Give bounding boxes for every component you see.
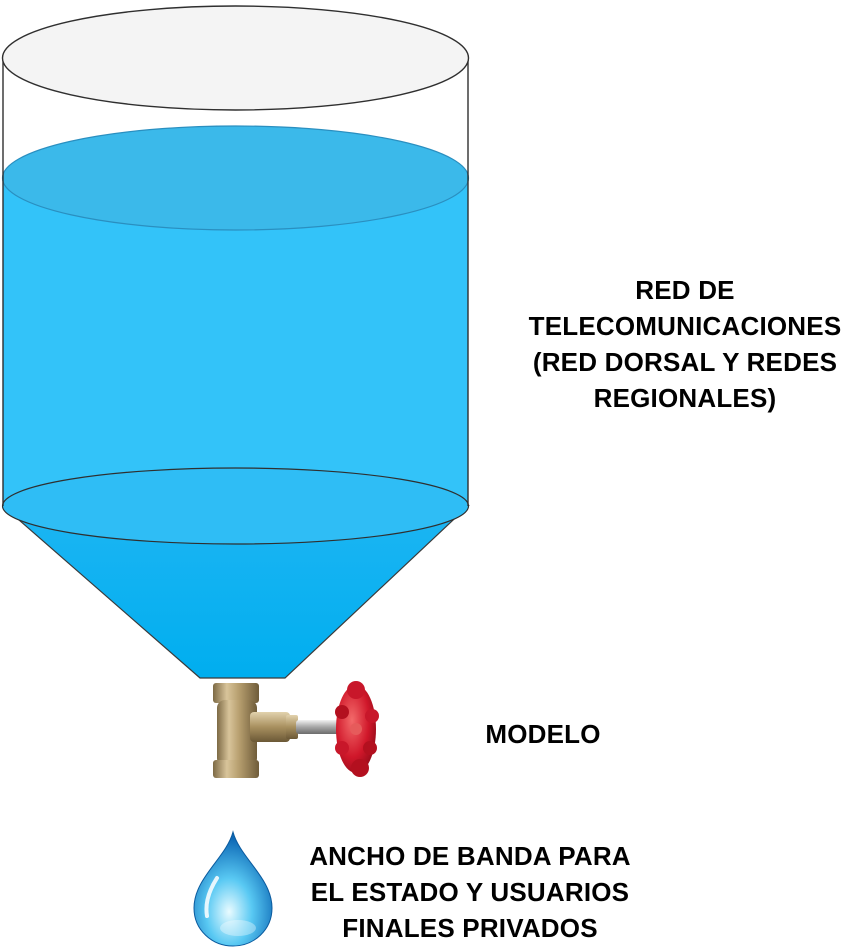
tank-top-ellipse <box>1 5 470 111</box>
bandwidth-label-line-2: EL ESTADO Y USUARIOS <box>310 877 630 907</box>
bandwidth-label: ANCHO DE BANDA PARA EL ESTADO Y USUARIOS… <box>290 838 650 946</box>
model-label: MODELO <box>468 716 618 752</box>
network-label-line-4: REGIONALES) <box>593 383 777 413</box>
water-body <box>3 178 468 542</box>
valve-faucet-icon <box>213 681 379 778</box>
valve-handle <box>335 681 379 777</box>
network-label: RED DE TELECOMUNICACIONES (RED DORSAL Y … <box>520 272 844 416</box>
water-surface <box>1 125 470 231</box>
network-label-line-2: TELECOMUNICACIONES <box>528 311 842 341</box>
cylinder-tank-icon <box>1 5 471 679</box>
bandwidth-label-line-1: ANCHO DE BANDA PARA <box>309 841 631 871</box>
water-drop-icon <box>193 830 273 947</box>
bandwidth-label-line-3: FINALES PRIVADOS <box>342 913 598 943</box>
network-label-line-3: (RED DORSAL Y REDES <box>532 347 838 377</box>
model-label-line-1: MODELO <box>485 719 601 749</box>
tank-bottom-ellipse <box>1 467 470 545</box>
network-label-line-1: RED DE <box>635 275 735 305</box>
